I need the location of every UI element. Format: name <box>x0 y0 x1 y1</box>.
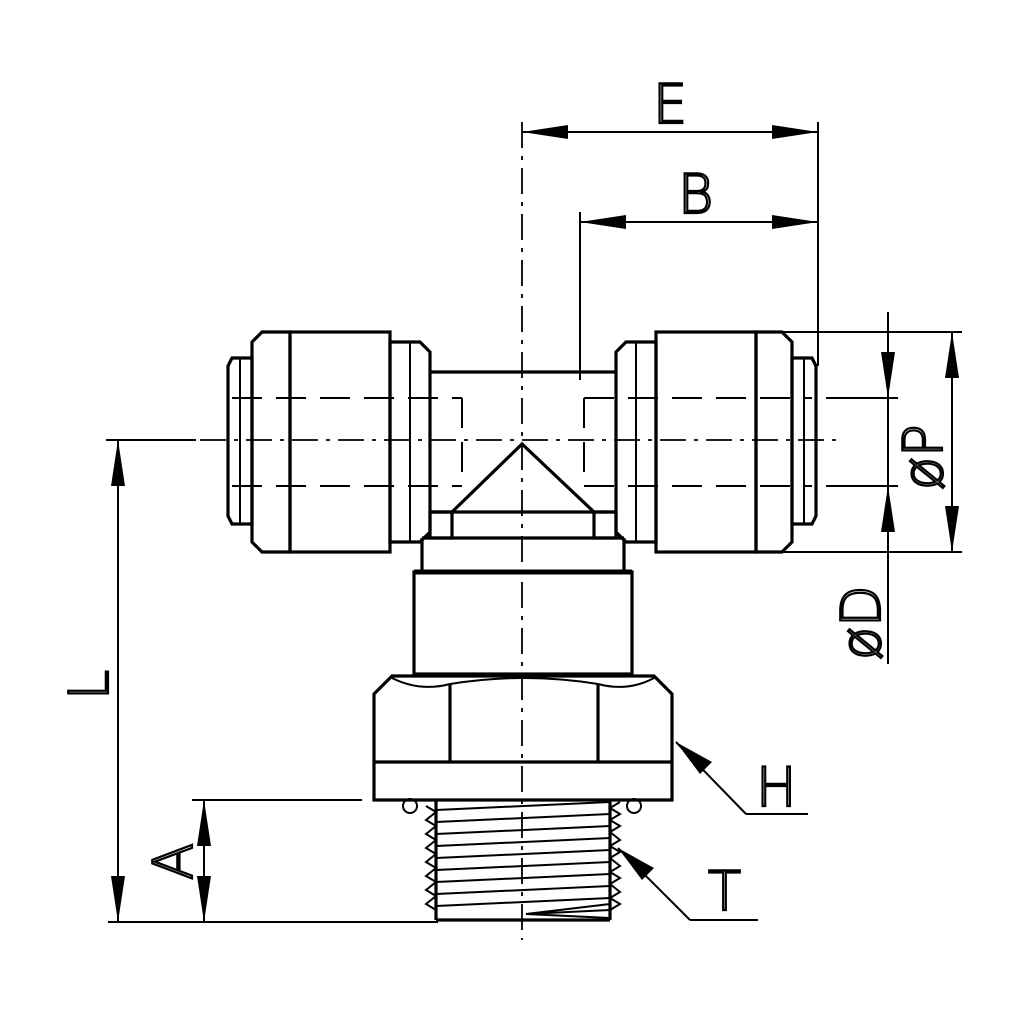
label-a: A <box>142 843 205 880</box>
label-d: øD <box>830 585 893 660</box>
label-t: T <box>708 860 741 923</box>
dimension-d: øD <box>826 312 898 664</box>
label-l: L <box>58 670 121 700</box>
tee-body <box>412 370 634 676</box>
leader-t: T <box>617 847 758 924</box>
hex-nut <box>372 674 674 802</box>
hidden-bores <box>232 397 812 487</box>
dimension-a: A <box>141 799 362 922</box>
label-p: øP <box>892 424 955 490</box>
label-e: E <box>653 73 687 136</box>
left-collet <box>226 330 432 554</box>
dimension-b: B <box>579 162 818 380</box>
label-b: B <box>678 163 713 226</box>
leader-h: H <box>675 741 808 820</box>
dimension-l: L <box>57 439 438 923</box>
dimension-e: E <box>522 72 819 366</box>
label-h: H <box>756 756 797 819</box>
centerlines <box>200 122 840 940</box>
right-collet <box>614 330 818 554</box>
dimension-p: øP <box>762 331 962 553</box>
male-thread <box>402 798 642 922</box>
